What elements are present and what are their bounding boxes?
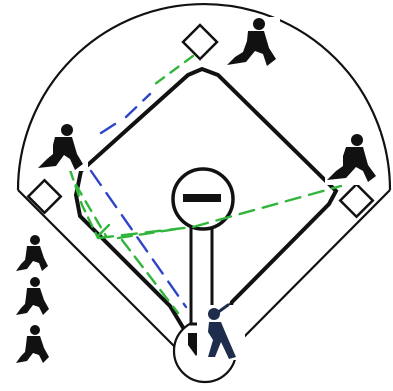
player-head <box>61 124 73 136</box>
fielder-first-base <box>325 132 380 185</box>
player-head <box>351 134 363 146</box>
fielder-second-base <box>224 17 280 69</box>
pitcher-rubber <box>183 194 221 202</box>
player-head <box>253 18 265 30</box>
waiting-player-2 <box>15 276 50 318</box>
fielder-third-base <box>36 123 88 171</box>
waiting-player-1 <box>15 234 49 274</box>
batter <box>197 305 245 360</box>
player-head <box>30 325 40 335</box>
waiting-player-3 <box>15 324 50 366</box>
player-head <box>30 277 40 287</box>
player-head <box>30 235 40 245</box>
batter-head <box>208 308 220 320</box>
